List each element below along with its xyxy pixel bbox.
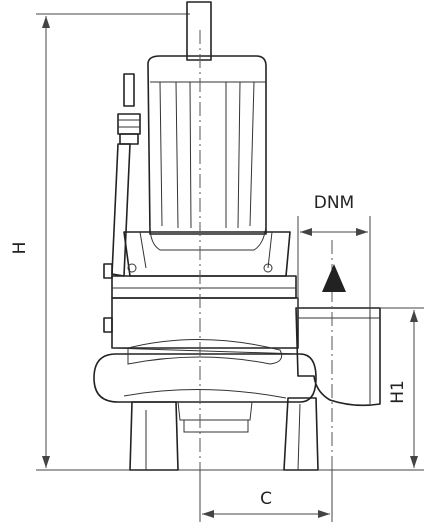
- dimension-height: H: [10, 13, 290, 471]
- dimension-height-label: H: [10, 242, 30, 255]
- dimension-discharge: DNM: [297, 193, 371, 310]
- centre-lines: [199, 30, 333, 470]
- dimension-offset: C: [199, 470, 333, 522]
- dimension-discharge-label: DNM: [314, 193, 354, 213]
- dimension-discharge-height: H1: [318, 307, 424, 471]
- cable-gland: [117, 113, 141, 145]
- dimension-offset-label: C: [260, 489, 272, 509]
- pump-body: [93, 297, 317, 403]
- lifting-handle: [111, 73, 135, 277]
- intermediate-body: [111, 231, 297, 299]
- pump-feet: [129, 397, 319, 471]
- side-lugs: [103, 263, 113, 333]
- power-cable: [186, 1, 212, 61]
- motor-housing: [147, 55, 267, 251]
- flow-arrow-up-icon: [322, 264, 346, 292]
- dimension-discharge-height-label: H1: [388, 380, 408, 404]
- discharge-outlet: [295, 307, 381, 407]
